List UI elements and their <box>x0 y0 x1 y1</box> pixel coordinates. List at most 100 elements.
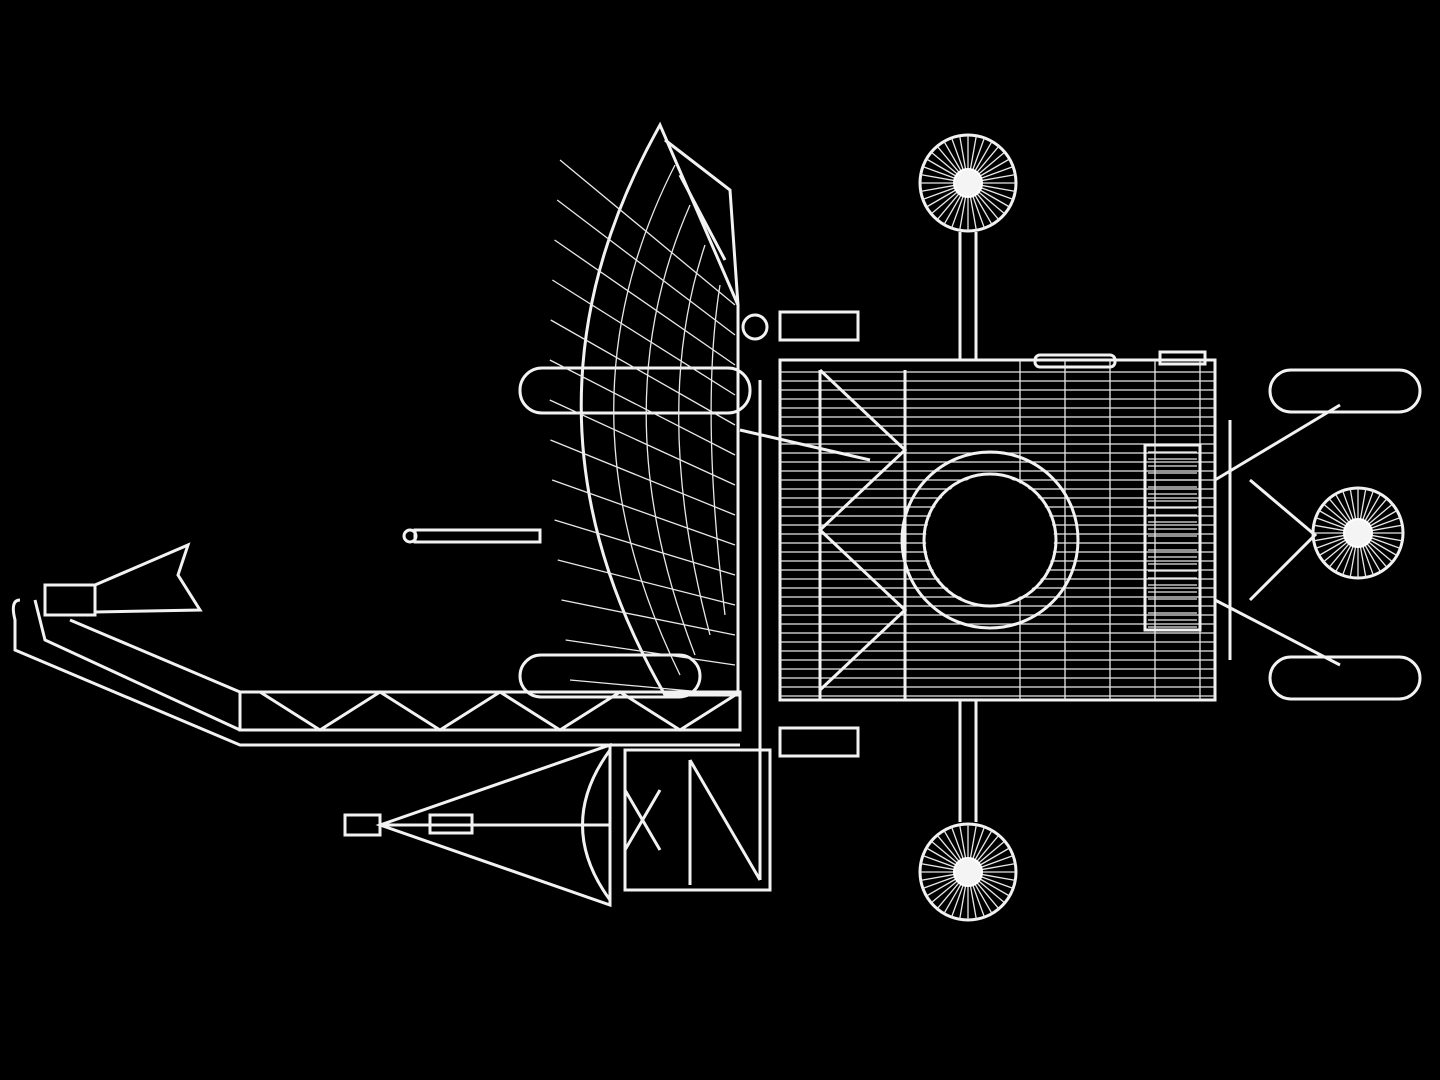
wheel-discs <box>918 133 1405 922</box>
wheel-spoke <box>1323 503 1348 525</box>
wheel-spoke <box>981 873 1016 881</box>
wheel-hub <box>1343 518 1373 548</box>
wheel-hub <box>953 857 983 887</box>
wheel-spoke <box>1364 493 1382 522</box>
wheel-spoke <box>930 840 958 864</box>
wheel-spoke <box>922 854 956 868</box>
wheel-spoke <box>972 137 986 171</box>
wheel-spoke <box>981 174 1016 182</box>
dish-ring <box>645 204 696 656</box>
wheel-spoke <box>1334 493 1352 522</box>
wheel-spoke <box>926 878 957 897</box>
wheel-spoke <box>922 876 956 890</box>
wheel-spoke <box>1368 503 1393 525</box>
dish-rib <box>559 159 736 306</box>
dish-ring <box>710 284 726 616</box>
wheel-spoke <box>926 158 957 177</box>
wheel-spoke <box>920 873 955 881</box>
wheel-spoke <box>972 195 986 229</box>
wheel-spoke <box>980 854 1014 868</box>
wheel-spoke <box>1315 516 1346 529</box>
wheel-spoke <box>930 880 958 904</box>
wheel-spoke <box>1323 541 1348 563</box>
wheel-spoke <box>1349 488 1357 520</box>
wheel-spoke <box>1364 544 1382 573</box>
wheel-spoke <box>1370 516 1401 529</box>
wheel-spoke <box>976 834 1000 862</box>
dish-rib <box>556 199 736 336</box>
wheel-spoke <box>976 882 1000 910</box>
wheel-spoke <box>978 191 1006 215</box>
wheel-spoke <box>1371 524 1403 532</box>
wheel-spoke <box>980 876 1014 890</box>
disc-rods <box>958 232 978 822</box>
wheel-spoke <box>1349 546 1357 578</box>
wheel-spoke <box>950 884 964 918</box>
wheel-spoke <box>974 194 993 225</box>
wheel-spoke <box>959 196 967 231</box>
wheel-spoke <box>1369 539 1398 557</box>
wheel-spoke <box>1328 498 1350 523</box>
dish-rib <box>554 519 736 576</box>
horn-mount <box>43 583 97 617</box>
wheel-spoke <box>979 189 1010 208</box>
wheel-spoke <box>969 885 977 920</box>
horn-cone <box>94 542 203 614</box>
wheel-spoke <box>978 840 1006 864</box>
wheel-spoke <box>979 847 1010 866</box>
wheel-spoke <box>1334 544 1352 573</box>
wheel-spoke <box>972 826 986 860</box>
dish-rib <box>550 439 736 516</box>
wheel-spoke <box>959 824 967 859</box>
wheel-spoke <box>926 189 957 208</box>
wheel-spoke <box>979 878 1010 897</box>
wheel-spoke <box>969 824 977 859</box>
wheel-spoke <box>950 137 964 171</box>
wheel-spoke <box>926 847 957 866</box>
wheel-spoke <box>936 145 960 173</box>
wheel-spoke <box>974 141 993 172</box>
wheel-spoke <box>976 193 1000 221</box>
wheel-spoke <box>1362 545 1375 576</box>
wheel-spoke <box>1318 509 1347 527</box>
rear-struts <box>1214 403 1341 667</box>
wheel-spoke <box>959 885 967 920</box>
dish-rib <box>551 479 736 546</box>
box-top <box>778 310 860 342</box>
lower-frame <box>623 748 772 892</box>
porthole-opening <box>926 476 1054 604</box>
horn-antenna <box>43 542 203 617</box>
wheel-spoke <box>979 158 1010 177</box>
box-bottom <box>778 726 860 758</box>
wheel-spoke <box>1328 543 1350 568</box>
dish-rib <box>561 599 736 636</box>
wheel-hub <box>953 168 983 198</box>
small-dish <box>581 749 612 901</box>
wheel-spoke <box>943 883 962 914</box>
wheel-spoke <box>943 194 962 225</box>
wheel-spoke <box>1341 545 1354 576</box>
wheel-spoke <box>920 184 955 192</box>
wheel-spoke <box>936 834 960 862</box>
dish-rib <box>549 359 736 456</box>
body-frame <box>778 358 1217 702</box>
wheel-spoke <box>920 174 955 182</box>
wheel-spoke <box>1366 498 1388 523</box>
top-hatch <box>1033 353 1117 369</box>
porthole-ring-inner <box>922 472 1058 608</box>
lower-frame-bracing <box>623 759 762 885</box>
wheel-spoke <box>950 826 964 860</box>
tank-bottom-right <box>1268 655 1422 701</box>
top-box <box>1158 350 1207 366</box>
wheel-spoke <box>981 863 1016 871</box>
dish-rib <box>550 319 736 426</box>
feed-coil <box>428 813 474 835</box>
bolt-top <box>741 313 769 341</box>
wheel-spoke <box>922 187 956 201</box>
wheel-spoke <box>980 187 1014 201</box>
lower-dish-assembly <box>343 742 772 908</box>
wheel-disc <box>918 133 1018 233</box>
wheel-spoke <box>1368 541 1393 563</box>
tank-top-right <box>1268 368 1422 414</box>
